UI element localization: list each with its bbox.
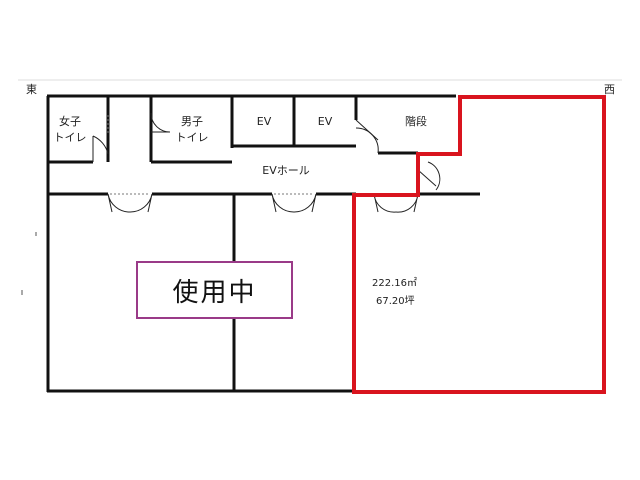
unit-area-m2: 222.16㎡ [372, 278, 417, 289]
stairs-label: 階段 [405, 115, 427, 128]
compass-west-label: 西 [604, 83, 615, 96]
interior-walls [48, 96, 480, 392]
door-swings [92, 112, 441, 213]
outer-walls [46, 94, 456, 393]
unit-area-tsubo: 67.20坪 [376, 296, 415, 307]
ev-label: EV [256, 115, 272, 128]
ev-hall-label: EVホール [262, 164, 310, 177]
mens-toilet-label: 男子 トイレ [175, 115, 209, 144]
compass-east-label: 東 [26, 83, 37, 96]
occupied-badge: 使用中 [136, 261, 293, 319]
womens-toilet-label: 女子 トイレ [53, 115, 87, 144]
available-unit-outline [352, 95, 606, 394]
ev-label: EV [317, 115, 333, 128]
